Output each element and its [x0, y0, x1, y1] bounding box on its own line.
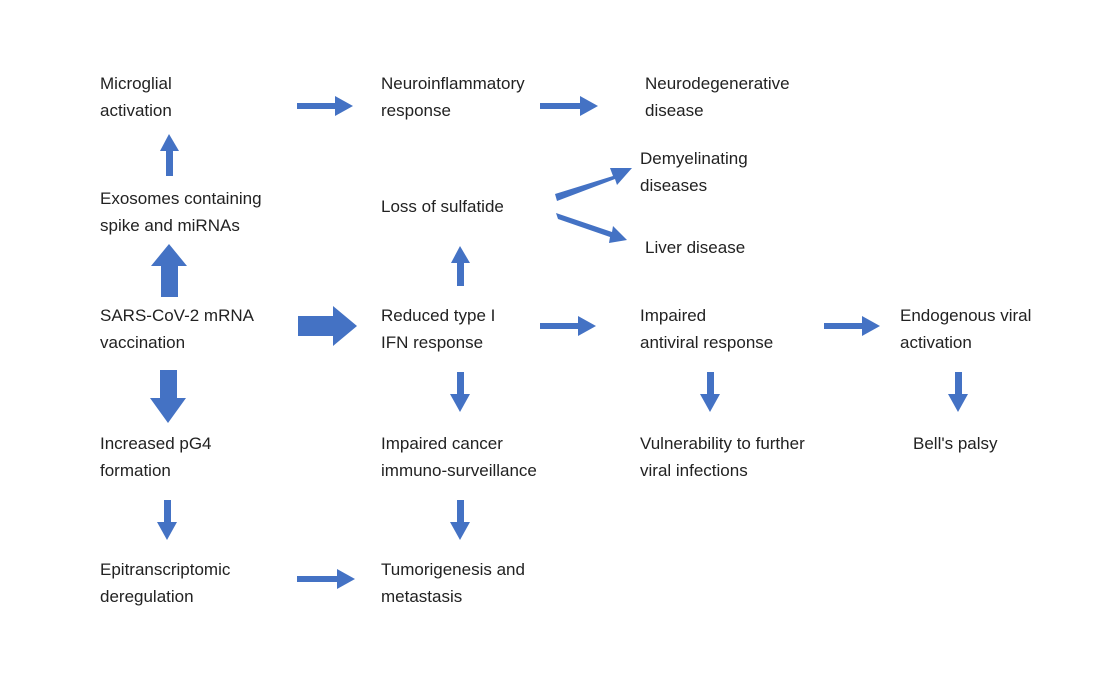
node-impaired-cancer-surveillance: Impaired cancer immuno-surveillance: [381, 434, 537, 480]
arrow-sulfatide-to-liver: [556, 213, 627, 243]
arrow-ifn-to-antiviral: [540, 316, 596, 336]
node-loss-of-sulfatide: Loss of sulfatide: [381, 197, 504, 216]
arrow-ifn-to-sulfatide: [451, 246, 470, 286]
node-epitranscriptomic-deregulation: Epitranscriptomic deregulation: [100, 560, 231, 606]
arrow-vaccination-to-pg4: [150, 370, 186, 423]
node-neurodegenerative-disease: Neurodegenerative disease: [645, 74, 790, 120]
node-liver-disease: Liver disease: [645, 238, 746, 257]
arrow-sulfatide-to-demyelinating: [555, 168, 632, 201]
arrow-vaccination-to-ifn: [298, 306, 357, 346]
arrow-antiviral-to-endogenous: [824, 316, 880, 336]
node-endogenous-viral-activation: Endogenous viral activation: [900, 306, 1032, 352]
node-vulnerability-viral-infections: Vulnerability to further viral infection…: [640, 434, 805, 480]
arrow-neuroinflammatory-to-neurodegenerative: [540, 96, 598, 116]
node-sars-cov-2-mrna-vaccination: SARS-CoV-2 mRNA vaccination: [100, 306, 254, 352]
arrow-epitranscriptomic-to-tumorigenesis: [297, 569, 355, 589]
node-tumorigenesis-and-metastasis: Tumorigenesis and metastasis: [381, 560, 525, 606]
node-impaired-antiviral-response: Impaired antiviral response: [640, 306, 774, 352]
node-microglial-activation: Microglial activation: [100, 74, 172, 120]
node-bells-palsy: Bell's palsy: [913, 434, 998, 453]
arrow-ifn-to-cancer: [450, 372, 470, 412]
arrow-exosomes-to-microglial: [160, 134, 179, 176]
arrow-cancer-to-tumorigenesis: [450, 500, 470, 540]
arrow-antiviral-to-vulnerability: [700, 372, 720, 412]
arrow-microglial-to-neuroinflammatory: [297, 96, 353, 116]
node-demyelinating-diseases: Demyelinating diseases: [640, 149, 748, 195]
arrow-endogenous-to-bells-palsy: [948, 372, 968, 412]
arrow-vaccination-to-exosomes: [151, 244, 187, 297]
node-increased-pg4-formation: Increased pG4 formation: [100, 434, 212, 480]
node-reduced-type-i-ifn-response: Reduced type I IFN response: [381, 306, 496, 352]
node-exosomes: Exosomes containing spike and miRNAs: [100, 189, 262, 235]
arrow-pg4-to-epitranscriptomic: [157, 500, 177, 540]
node-neuroinflammatory-response: Neuroinflammatory response: [381, 74, 525, 120]
